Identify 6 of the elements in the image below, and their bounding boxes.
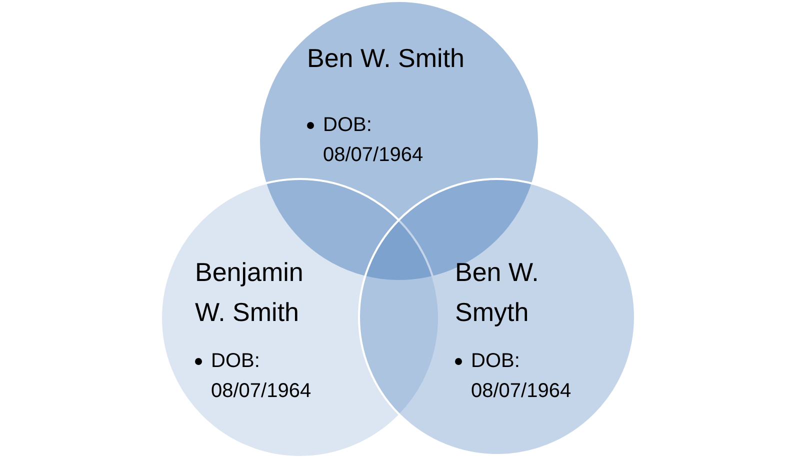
circle-title: Ben W. Smyth — [455, 256, 540, 329]
bullet-text: DOB: 08/07/1964 — [471, 349, 572, 404]
bullet-text: DOB: 08/07/1964 — [323, 113, 424, 168]
bullet-text: DOB: 08/07/1964 — [211, 349, 312, 404]
circle-title: Ben W. Smith — [307, 42, 466, 75]
circle-title: Benjamin W. Smith — [195, 256, 304, 329]
